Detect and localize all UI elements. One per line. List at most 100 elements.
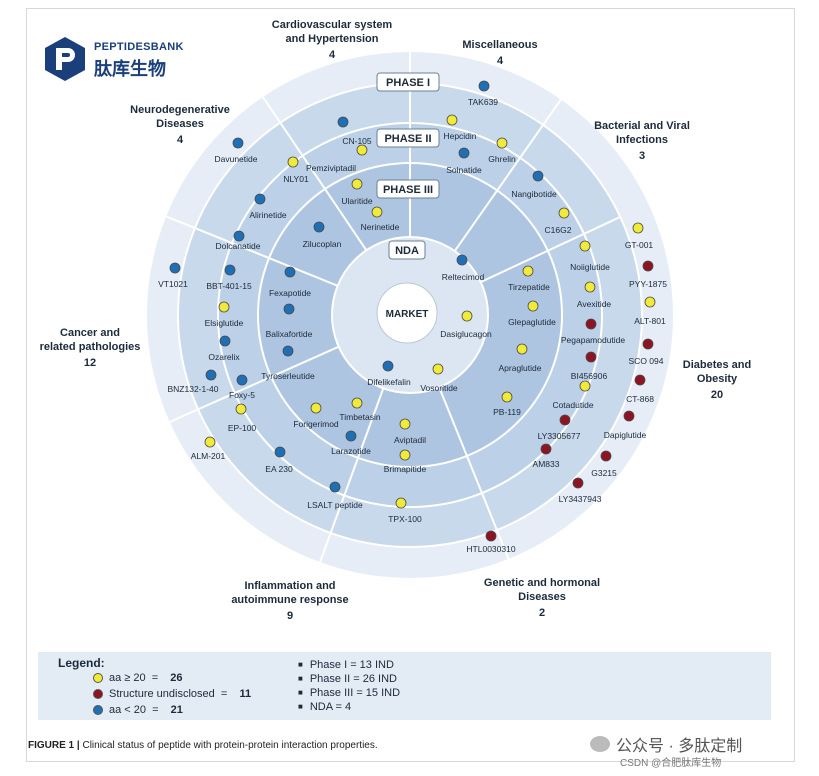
peptide-label: Dasiglucagon — [440, 329, 492, 339]
blue-dot-icon — [532, 170, 544, 182]
category-neuro-name: Neurodegenerative Diseases — [130, 104, 230, 130]
peptide-label: Timbetasin — [339, 412, 381, 422]
yellow-dot-icon — [432, 363, 444, 375]
blue-dot-icon — [93, 705, 103, 715]
peptide-label: EP-100 — [228, 423, 257, 433]
phase-summary-3: Phase III = 15 IND — [309, 687, 401, 699]
category-inflammation-name: Inflammation and autoimmune response — [231, 580, 349, 606]
peptide-label: Dapiglutide — [604, 430, 647, 440]
yellow-dot-icon — [235, 403, 247, 415]
market-label: MARKET — [386, 309, 429, 320]
figure-caption: FIGURE 1 | Clinical status of peptide wi… — [28, 740, 378, 751]
peptide-label: Forigerimod — [293, 419, 339, 429]
category-cardio-count: 4 — [328, 49, 336, 61]
nda-label: NDA — [395, 245, 419, 257]
red-dot-icon — [93, 689, 103, 699]
phase-summary-nda: NDA = 4 — [309, 701, 352, 713]
phase-summary-1: Phase I = 13 IND — [309, 659, 394, 671]
sector-divider — [164, 215, 339, 287]
peptide-label: TPX-100 — [388, 514, 422, 524]
yellow-dot-icon — [287, 156, 299, 168]
peptide-label: Hepcidin — [443, 131, 476, 141]
legend: Legend: aa ≥ 20 = 26 Structure undisclos… — [38, 652, 771, 720]
yellow-dot-icon — [496, 137, 508, 149]
yellow-dot-icon — [461, 310, 473, 322]
red-dot-icon — [559, 414, 571, 426]
peptide-label: PB-119 — [493, 407, 521, 417]
peptide-label: Davunetide — [214, 154, 257, 164]
peptide-label: Pegapamodutide — [561, 335, 626, 345]
peptide-label: BI456906 — [571, 371, 608, 381]
blue-dot-icon — [458, 147, 470, 159]
blue-dot-icon — [254, 193, 266, 205]
category-misc-name: Miscellaneous — [462, 39, 538, 51]
category-diabetes-count: 20 — [710, 389, 724, 401]
legend-item-yellow: aa ≥ 20 = 26 — [93, 672, 183, 684]
peptide-label: ALM-201 — [191, 451, 226, 461]
category-cancer-count: 12 — [83, 357, 97, 369]
peptide-label: ALT-801 — [634, 316, 666, 326]
legend-item-yellow-count: 26 — [170, 672, 183, 684]
red-dot-icon — [642, 260, 654, 272]
watermark-main: 公众号 · 多肽定制 — [616, 738, 743, 755]
red-dot-icon — [600, 450, 612, 462]
peptide-label: LY3305677 — [538, 431, 581, 441]
sector-divider — [438, 386, 510, 561]
yellow-dot-icon — [584, 281, 596, 293]
peptide-label: Vosoritide — [420, 383, 458, 393]
red-dot-icon — [540, 443, 552, 455]
peptide-label: PYY-1875 — [629, 279, 667, 289]
legend-item-red: Structure undisclosed = 11 — [93, 688, 251, 700]
peptide-label: Solnatide — [446, 165, 482, 175]
wechat-icon — [590, 736, 610, 752]
caption-label: FIGURE 1 | — [28, 740, 80, 751]
peptide-label: Aviptadil — [394, 435, 426, 445]
yellow-dot-icon — [351, 397, 363, 409]
red-dot-icon — [585, 318, 597, 330]
category-bacterial-count: 3 — [638, 150, 646, 162]
category-bacterial-name: Bacterial and Viral Infections — [594, 120, 690, 146]
sector-divider — [318, 387, 385, 564]
logo-chinese: 肽库生物 — [94, 59, 166, 79]
red-dot-icon — [642, 338, 654, 350]
peptide-label: Elsiglutide — [205, 318, 244, 328]
market-circle — [376, 282, 438, 344]
legend-item-blue-label: aa < 20 = — [109, 704, 165, 716]
red-dot-icon — [485, 530, 497, 542]
peptide-label: Nerinetide — [361, 222, 400, 232]
blue-dot-icon — [478, 80, 490, 92]
blue-dot-icon — [456, 254, 468, 266]
blue-dot-icon — [205, 369, 217, 381]
category-genetic-count: 2 — [538, 607, 546, 619]
category-inflammation-count: 9 — [286, 610, 294, 622]
peptide-label: Reltecimod — [442, 272, 485, 282]
yellow-dot-icon — [399, 418, 411, 430]
sector-divider — [168, 345, 340, 424]
watermark: 公众号 · 多肽定制 — [590, 732, 742, 756]
category-misc-count: 4 — [496, 55, 504, 67]
peptide-label: Ozarelix — [208, 352, 240, 362]
blue-dot-icon — [169, 262, 181, 274]
peptide-label: Nangibotide — [511, 189, 557, 199]
peptide-label: AM833 — [533, 459, 560, 469]
yellow-dot-icon — [579, 240, 591, 252]
logo-english: PEPTIDESBANK — [94, 41, 184, 53]
logo-hexagon-icon — [45, 37, 85, 81]
yellow-dot-icon — [204, 436, 216, 448]
yellow-dot-icon — [522, 265, 534, 277]
peptide-label: CT-868 — [626, 394, 654, 404]
red-dot-icon — [572, 477, 584, 489]
legend-item-yellow-label: aa ≥ 20 = — [109, 672, 165, 684]
peptide-label: Difelikefalin — [367, 377, 411, 387]
yellow-dot-icon — [644, 296, 656, 308]
peptide-label: SCO 094 — [629, 356, 664, 366]
phase-summary: ■Phase I = 13 IND ■Phase II = 26 IND ■Ph… — [298, 659, 401, 713]
phase3-label: PHASE III — [383, 184, 433, 196]
peptide-label: LY3437943 — [559, 494, 602, 504]
phase2-label: PHASE II — [384, 133, 431, 145]
category-genetic-name: Genetic and hormonal Diseases — [483, 577, 601, 603]
peptide-label: HTL0030310 — [466, 544, 515, 554]
